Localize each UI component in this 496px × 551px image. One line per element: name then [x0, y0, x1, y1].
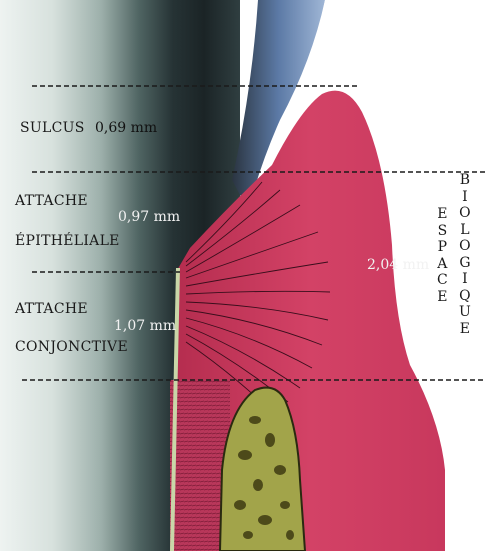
- espace-biologique-measure: 2,04 mm: [367, 257, 429, 273]
- sulcus-measure: 0,69 mm: [95, 120, 157, 136]
- vertical-letter: L: [460, 222, 469, 239]
- attache-conj-label-line1: ATTACHE: [15, 301, 88, 317]
- attache-epi-label-line1: ATTACHE: [15, 193, 88, 209]
- attache-conj-measure: 1,07 mm: [114, 318, 176, 334]
- vertical-letter: O: [459, 205, 470, 222]
- vertical-letter: E: [437, 206, 447, 223]
- attache-conj-label-line2: CONJONCTIVE: [15, 339, 128, 355]
- vertical-letter: E: [437, 289, 447, 306]
- sulcus-label: SULCUS: [20, 120, 85, 136]
- vertical-letter: S: [438, 223, 448, 240]
- vertical-letter: O: [459, 238, 470, 255]
- vertical-letter: G: [459, 255, 470, 272]
- attache-epi-measure: 0,97 mm: [118, 209, 180, 225]
- vertical-letter: B: [460, 172, 470, 189]
- vertical-letter: Q: [459, 288, 470, 305]
- attache-epi-label-line2: ÉPITHÉLIALE: [15, 233, 120, 249]
- vertical-letter: I: [462, 189, 468, 206]
- vertical-letter: E: [460, 321, 470, 338]
- vertical-letter: U: [459, 304, 471, 321]
- vertical-letter: I: [462, 271, 468, 288]
- vertical-letter: C: [437, 272, 448, 289]
- vertical-letter: P: [438, 239, 447, 256]
- vertical-letter: A: [437, 256, 447, 273]
